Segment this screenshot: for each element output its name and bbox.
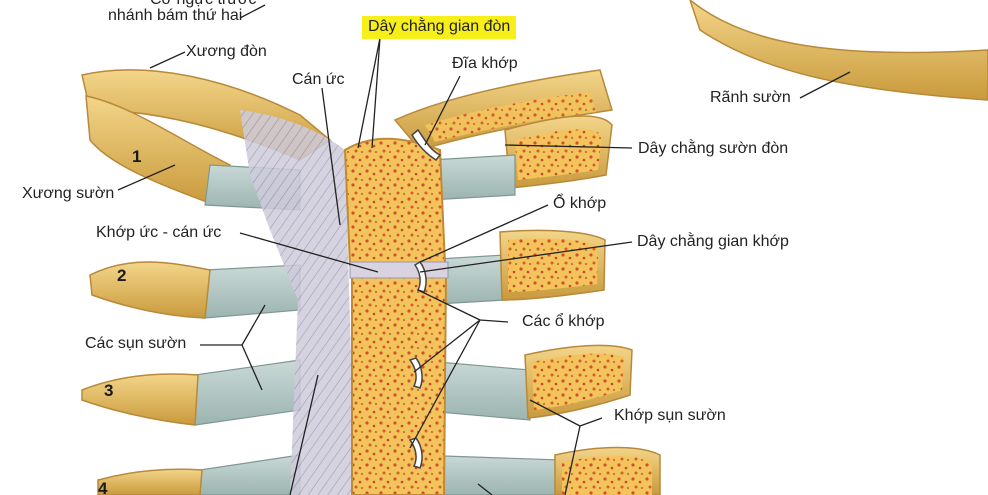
rib-number-1: 1 xyxy=(132,147,142,166)
leader-lines xyxy=(117,4,851,495)
label-cac-sun-suon: Các sụn sườn xyxy=(85,335,187,352)
rib-groove-bone xyxy=(689,0,988,101)
label-khop-uc-can-uc: Khớp ức - cán ức xyxy=(96,224,222,241)
label-cac-o-khop: Các ổ khớp xyxy=(522,313,605,330)
label-day-chang-gian-don: Dây chằng gian đòn xyxy=(362,16,517,39)
label-ranh-suon: Rãnh sườn xyxy=(710,89,791,106)
sternocostal-ligaments xyxy=(240,110,355,495)
left-rib-4 xyxy=(97,468,203,495)
label-can-uc: Cán ức xyxy=(292,71,345,88)
sternum-body xyxy=(351,274,448,495)
rib-number-3: 3 xyxy=(104,381,114,400)
label-o-khop: Ổ khớp xyxy=(553,195,607,212)
label-khop-sun-suon: Khớp sụn sườn xyxy=(614,407,726,424)
rib-number-4: 4 xyxy=(98,479,108,495)
partial-top-label: Cơ ngực trước xyxy=(150,0,256,8)
rib-number-2: 2 xyxy=(117,266,127,285)
left-rib-3 xyxy=(81,373,199,426)
left-rib-2 xyxy=(89,261,211,319)
label-xuong-suon: Xương sườn xyxy=(22,185,115,202)
label-xuong-don: Xương đòn xyxy=(186,43,267,60)
label-nhanh-bam: nhánh bám thứ hai xyxy=(108,7,243,24)
label-day-chang-gian-khop: Dây chằng gian khớp xyxy=(637,233,789,250)
label-day-chang-suon-don: Dây chằng sườn đòn xyxy=(638,140,789,157)
label-dia-khop: Đĩa khớp xyxy=(452,55,518,72)
manubrium xyxy=(343,137,447,266)
